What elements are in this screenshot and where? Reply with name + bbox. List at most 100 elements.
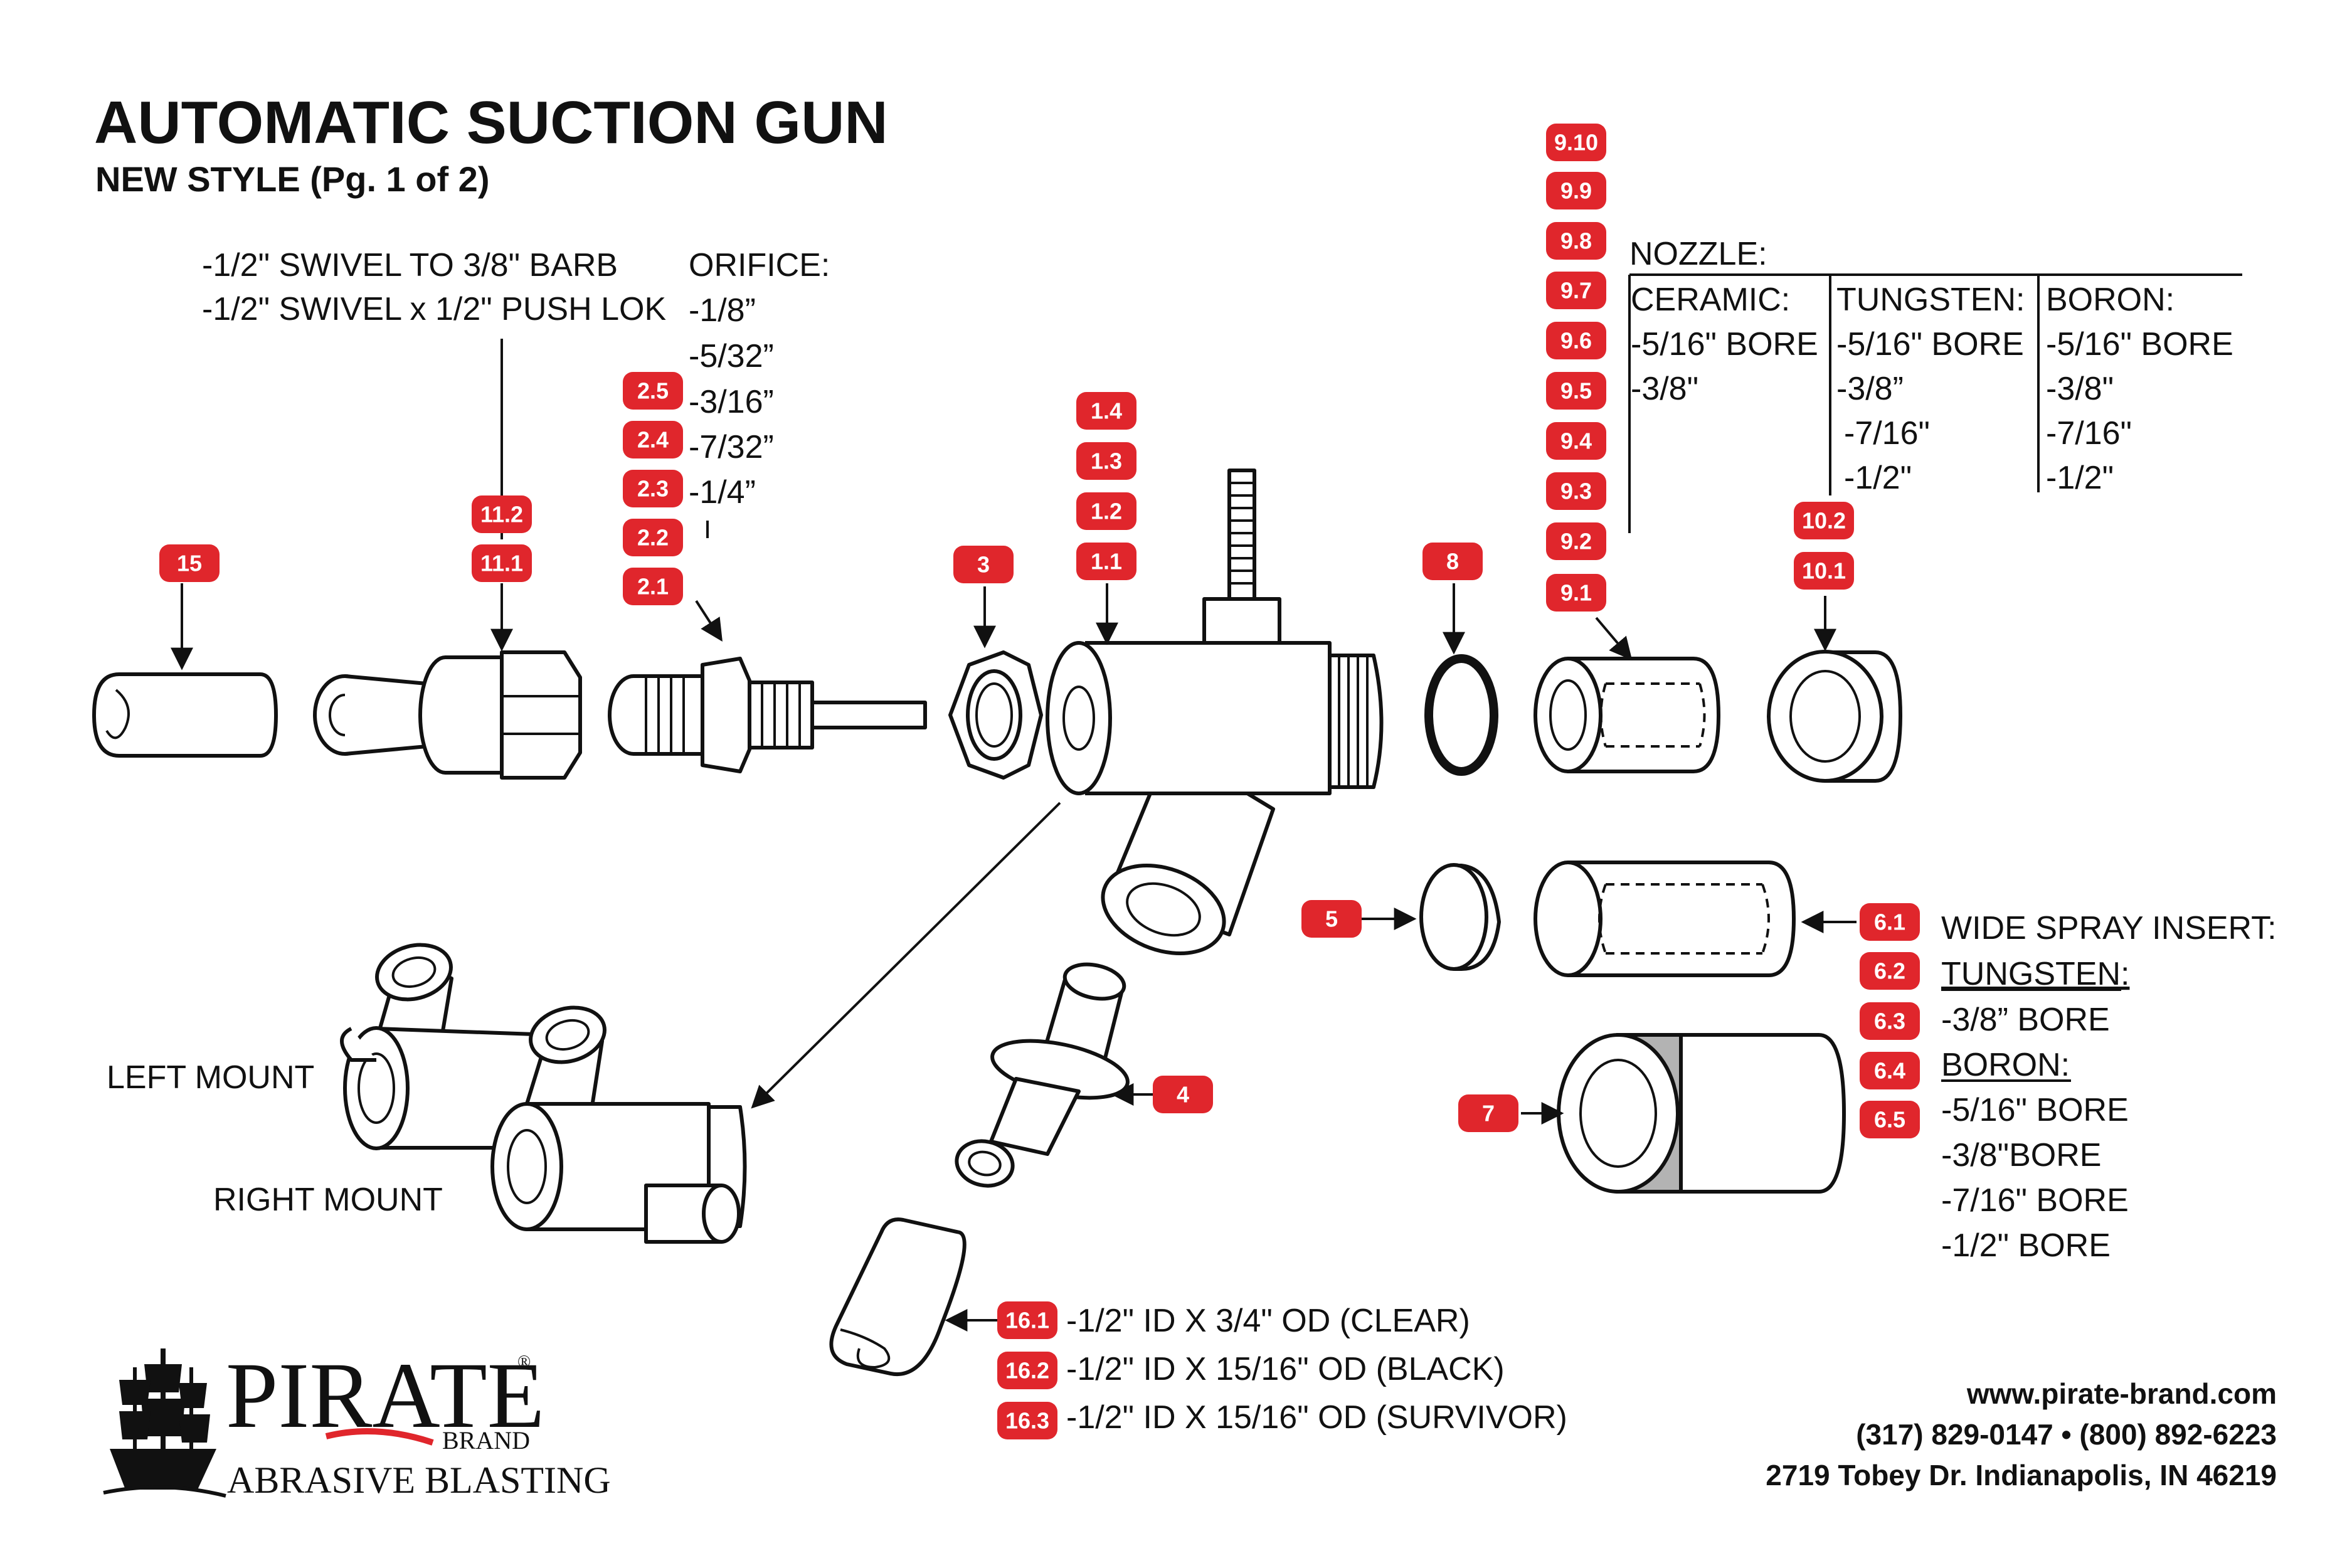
svg-text:1.1: 1.1 [1091,549,1122,575]
leader-mount [751,802,1061,1109]
nozzle-table-lines [1628,273,2242,533]
badge-15: 15 [159,544,220,582]
svg-text:-3/8”: -3/8” [1836,371,1904,407]
svg-text:-1/2" ID X 15/16" OD (SURVIVOR: -1/2" ID X 15/16" OD (SURVIVOR) [1066,1399,1567,1436]
svg-text:-1/8”: -1/8” [689,292,756,329]
badge-6-4: 6.4 [1860,1052,1920,1089]
svg-text:2.2: 2.2 [637,525,669,551]
svg-text:-1/2": -1/2" [1844,460,1912,496]
svg-text:-5/32”: -5/32” [689,338,774,374]
badge-9-5: 9.5 [1546,372,1606,410]
svg-text:9.1: 9.1 [1560,580,1592,606]
leader-9 [1595,617,1633,660]
svg-text:6.4: 6.4 [1874,1058,1905,1084]
badge-9-10: 9.10 [1546,124,1606,161]
part-3-nut [948,650,1043,780]
left-mount-label: LEFT MOUNT [107,1059,314,1096]
svg-text:16.3: 16.3 [1005,1408,1049,1434]
right-mount-label: RIGHT MOUNT [213,1182,443,1218]
svg-text:10.1: 10.1 [1802,558,1846,584]
part-4-barb-adapter [955,962,1130,1188]
svg-text:-1/2" ID X 3/4" OD (CLEAR): -1/2" ID X 3/4" OD (CLEAR) [1066,1303,1470,1339]
svg-text:TUNGSTEN:: TUNGSTEN: [1941,956,2129,992]
svg-text:-1/2" BORE: -1/2" BORE [1941,1227,2111,1264]
svg-text:1.3: 1.3 [1091,448,1122,474]
part-10-nozzle-holder [1767,650,1902,783]
badge-6-1: 6.1 [1860,903,1920,941]
part-9-nozzle [1534,657,1720,773]
pirate-ship-icon [103,1348,226,1498]
svg-text:2.5: 2.5 [637,378,669,404]
website-link: www.pirate-brand.com [1966,1377,2277,1410]
svg-text:-1/2" SWIVEL x 1/2" PUSH LOK: -1/2" SWIVEL x 1/2" PUSH LOK [202,291,666,327]
svg-text:6.5: 6.5 [1874,1107,1905,1133]
part-2-orifice [608,657,927,773]
part-16-hose [829,1217,967,1377]
svg-text:WIDE SPRAY INSERT:: WIDE SPRAY INSERT: [1941,910,2277,946]
svg-text:9.7: 9.7 [1560,278,1592,304]
badge-9-6: 9.6 [1546,322,1606,359]
orifice-list: ORIFICE: -1/8” -5/32” -3/16” -7/32” -1/4… [689,247,830,511]
svg-text:16.2: 16.2 [1005,1358,1049,1384]
part-7-holder [1557,1033,1846,1194]
hose-options: -1/2" ID X 3/4" OD (CLEAR) -1/2" ID X 15… [1066,1303,1567,1436]
badge-9-9: 9.9 [1546,172,1606,209]
svg-text:-3/16”: -3/16” [689,384,774,420]
svg-text:BORON:: BORON: [1941,1047,2070,1083]
badge-4: 4 [1153,1076,1213,1113]
badge-9-3: 9.3 [1546,472,1606,510]
svg-text:-7/16": -7/16" [1844,415,1930,452]
svg-text:-5/16" BORE: -5/16" BORE [2046,326,2233,363]
badge-6-3: 6.3 [1860,1002,1920,1040]
svg-text:-7/16": -7/16" [2046,415,2132,452]
badge-1-4: 1.4 [1076,392,1136,430]
svg-text:1.2: 1.2 [1091,499,1122,524]
badge-9-7: 9.7 [1546,272,1606,309]
part-6-wide-spray-insert [1534,861,1796,977]
svg-text:-1/2" SWIVEL TO 3/8" BARB: -1/2" SWIVEL TO 3/8" BARB [202,247,618,283]
svg-text:-3/8": -3/8" [2046,371,2114,407]
svg-text:11.2: 11.2 [480,502,523,527]
phone-numbers: (317) 829-0147 • (800) 892-6223 [1856,1418,2277,1451]
part-11-swivel [313,650,582,780]
svg-text:-3/8"BORE: -3/8"BORE [1941,1137,2101,1173]
badge-9-8: 9.8 [1546,222,1606,260]
badge-2-1: 2.1 [623,568,683,605]
svg-text:9.4: 9.4 [1560,428,1592,454]
svg-text:6.2: 6.2 [1874,958,1905,984]
svg-text:BRAND: BRAND [442,1426,530,1454]
svg-text:-1/2": -1/2" [2046,460,2114,496]
part-8-o-ring [1424,654,1498,776]
svg-text:-7/16" BORE: -7/16" BORE [1941,1182,2129,1219]
svg-text:10.2: 10.2 [1802,508,1846,534]
svg-text:NOZZLE:: NOZZLE: [1629,236,1767,272]
svg-text:5: 5 [1325,906,1338,932]
svg-text:9.9: 9.9 [1560,178,1592,204]
part-5-cap [1419,863,1501,971]
badge-9-1: 9.1 [1546,574,1606,612]
diagram-title: AUTOMATIC SUCTION GUN [94,89,888,156]
badge-1-3: 1.3 [1076,442,1136,480]
svg-text:9.8: 9.8 [1560,228,1592,254]
badge-11-2: 11.2 [472,495,532,533]
badge-9-2: 9.2 [1546,522,1606,560]
swivel-options: -1/2" SWIVEL TO 3/8" BARB -1/2" SWIVEL x… [202,247,666,327]
part-1-gun-body [1046,469,1384,956]
svg-text:BORON:: BORON: [2046,282,2175,318]
svg-text:7: 7 [1482,1101,1495,1126]
svg-text:9.10: 9.10 [1554,130,1598,156]
badge-2-3: 2.3 [623,470,683,507]
badge-16-1: 16.1 [997,1301,1057,1339]
svg-text:9.6: 9.6 [1560,328,1592,354]
badge-16-2: 16.2 [997,1352,1057,1389]
svg-text:-7/32”: -7/32” [689,429,774,465]
part-15-hose [92,672,278,758]
badge-9-4: 9.4 [1546,422,1606,460]
badge-6-5: 6.5 [1860,1101,1920,1138]
badge-11-1: 11.1 [472,544,532,582]
svg-text:11.1: 11.1 [480,551,523,576]
svg-text:CERAMIC:: CERAMIC: [1631,282,1790,318]
badge-6-2: 6.2 [1860,952,1920,990]
wide-spray-list: WIDE SPRAY INSERT: TUNGSTEN: -3/8” BORE … [1941,910,2277,1264]
